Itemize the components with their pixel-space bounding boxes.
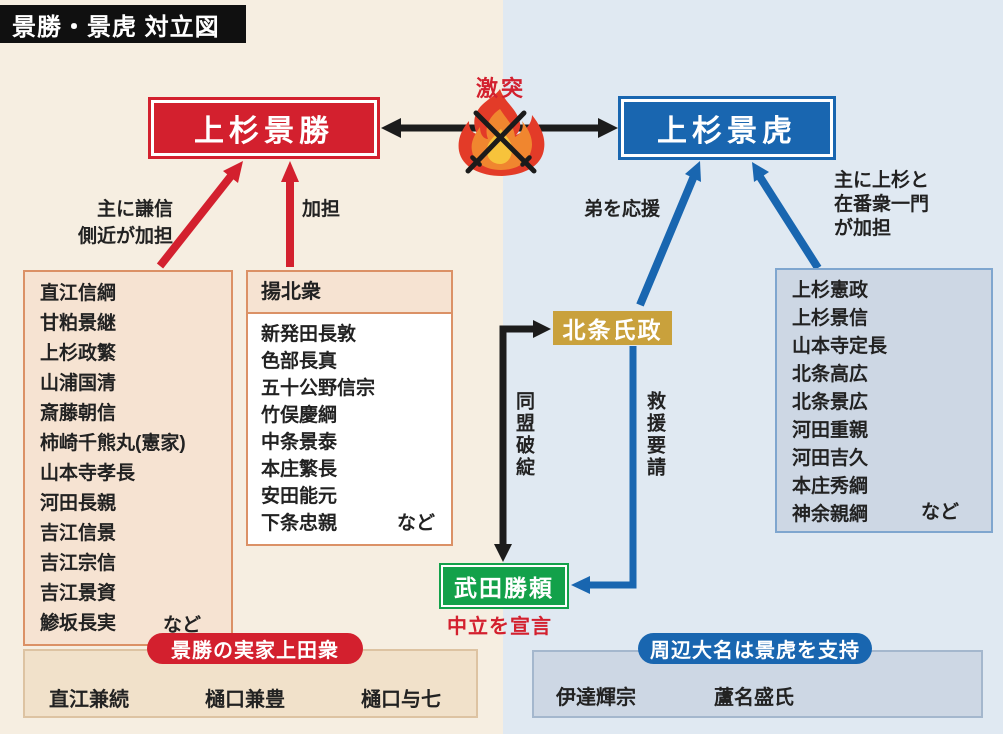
list-item: 五十公野信宗 xyxy=(261,378,376,399)
list-item: 河田吉久 xyxy=(792,448,869,469)
page-title-text: 景勝・景虎 対立図 xyxy=(12,13,220,41)
neighbor-daimyo-names: 伊達輝宗 蘆名盛氏 xyxy=(534,652,981,710)
list-item: 河田長親 xyxy=(40,493,117,514)
kagekatsu-supporters-names: 直江信綱甘粕景継上杉政繁山浦国清斎藤朝信柿崎千熊丸(憲家) 山本寺孝長河田長親吉江… xyxy=(40,279,231,639)
list-item: 本庄繁長 xyxy=(261,459,338,480)
agakita-group-box: 揚北衆 新発田長敦色部長真五十公野信宗竹俣慶綱中条景泰本庄繁長安田能元下条忠親 … xyxy=(246,270,453,546)
agakita-arrow xyxy=(281,161,299,267)
flame-icon xyxy=(458,89,545,176)
list-item: 本庄秀綱 xyxy=(792,476,869,497)
list-item: 甘粕景継 xyxy=(40,313,117,334)
takeda-katsuyori-box: 武田勝頼 xyxy=(439,563,569,609)
katan-label: 加担 xyxy=(302,199,341,220)
list-item: 上杉景信 xyxy=(792,308,869,329)
list-item: 鯵坂長実 xyxy=(40,613,117,634)
agakita-names: 新発田長敦色部長真五十公野信宗竹俣慶綱中条景泰本庄繁長安田能元下条忠親 xyxy=(248,314,451,537)
list-item: 色部長真 xyxy=(261,351,338,372)
kagekatsu-box: 上杉景勝 xyxy=(148,97,380,159)
list-item: 直江兼続 xyxy=(49,689,129,711)
list-item: 斎藤朝信 xyxy=(40,403,117,424)
clash-label: 激突 xyxy=(476,76,527,101)
list-item: 山本寺孝長 xyxy=(40,463,136,484)
list-item: 樋口兼豊 xyxy=(205,689,285,711)
list-item: 上杉政繁 xyxy=(40,343,117,364)
list-item: 中条景泰 xyxy=(261,432,338,453)
kenshin-aides-label: 主に謙信 側近が加担 xyxy=(18,196,173,250)
list-item: 下条忠親 xyxy=(261,513,338,534)
list-item: 北条景広 xyxy=(792,392,869,413)
kenshin-aides-arrow xyxy=(156,161,243,269)
list-item: 樋口与七 xyxy=(361,689,441,711)
etc-label: など xyxy=(920,502,959,523)
list-item: 上杉憲政 xyxy=(792,280,869,301)
agakita-header: 揚北衆 xyxy=(248,272,451,314)
crossed-swords-icon xyxy=(465,110,537,174)
kenshin-aides-line2: 側近が加担 xyxy=(77,226,173,247)
list-item: 吉江景資 xyxy=(40,583,117,604)
list-item: 蘆名盛氏 xyxy=(714,687,794,709)
etc-label: など xyxy=(162,615,201,636)
kagekatsu-label: 上杉景勝 xyxy=(194,115,334,148)
ueda-group-header: 景勝の実家上田衆 xyxy=(147,633,363,664)
kagetora-supporters-list: 上杉憲政上杉景信山本寺定長北条高広北条景広河田重親河田吉久本庄秀綱神余親綱 など xyxy=(775,268,993,533)
kagetora-label: 上杉景虎 xyxy=(657,115,797,148)
kagetora-box: 上杉景虎 xyxy=(618,96,836,160)
list-item: 山本寺定長 xyxy=(792,336,888,357)
uesugi-clan-label: 主に上杉と 在番衆一門 が加担 xyxy=(834,169,929,241)
list-item: 神余親綱 xyxy=(792,504,869,525)
list-item: 安田能元 xyxy=(261,486,338,507)
list-item: 吉江信景 xyxy=(40,523,117,544)
brother-support-arrow xyxy=(636,161,701,307)
uesugi-clan-arrow xyxy=(752,162,822,271)
list-item: 柿崎千熊丸(憲家) xyxy=(40,433,186,454)
neutral-declaration-label: 中立を宣言 xyxy=(447,616,552,638)
kagekatsu-supporters-list: 直江信綱甘粕景継上杉政繁山浦国清斎藤朝信柿崎千熊丸(憲家) 山本寺孝長河田長親吉江… xyxy=(23,270,233,646)
takeda-katsuyori-label: 武田勝頼 xyxy=(454,575,554,601)
uesugi-clan-line2: 在番衆一門 xyxy=(834,194,930,215)
list-item: 山浦国清 xyxy=(40,373,117,394)
list-item: 伊達輝宗 xyxy=(556,687,636,709)
kagetora-supporters-names: 上杉憲政上杉景信山本寺定長北条高広北条景広河田重親河田吉久本庄秀綱神余親綱 xyxy=(792,277,991,529)
list-item: 吉江宗信 xyxy=(40,553,117,574)
rescue-request-arrow xyxy=(571,346,637,594)
etc-label: など xyxy=(396,513,435,534)
ueda-group-names: 直江兼続 樋口兼豊 樋口与七 xyxy=(25,651,476,712)
neighbor-daimyo-header: 周辺大名は景虎を支持 xyxy=(638,633,872,664)
list-item: 河田重親 xyxy=(792,420,869,441)
list-item: 竹俣慶綱 xyxy=(261,405,338,426)
alliance-break-arrow xyxy=(494,320,551,562)
uesugi-clan-line3: が加担 xyxy=(834,218,892,239)
rescue-request-label: 救援要請 xyxy=(644,391,665,479)
list-item: 新発田長敦 xyxy=(261,324,357,345)
hojo-ujimasa-label: 北条氏政 xyxy=(562,317,663,343)
uesugi-clan-line1: 主に上杉と xyxy=(834,170,930,191)
alliance-break-label: 同盟破綻 xyxy=(513,391,534,479)
list-item: 直江信綱 xyxy=(40,283,117,304)
kenshin-aides-line1: 主に謙信 xyxy=(96,199,173,220)
hojo-ujimasa-box: 北条氏政 xyxy=(553,311,672,345)
brother-support-label: 弟を応援 xyxy=(584,199,661,220)
list-item: 北条高広 xyxy=(792,364,869,385)
page-title: 景勝・景虎 対立図 xyxy=(0,5,246,43)
